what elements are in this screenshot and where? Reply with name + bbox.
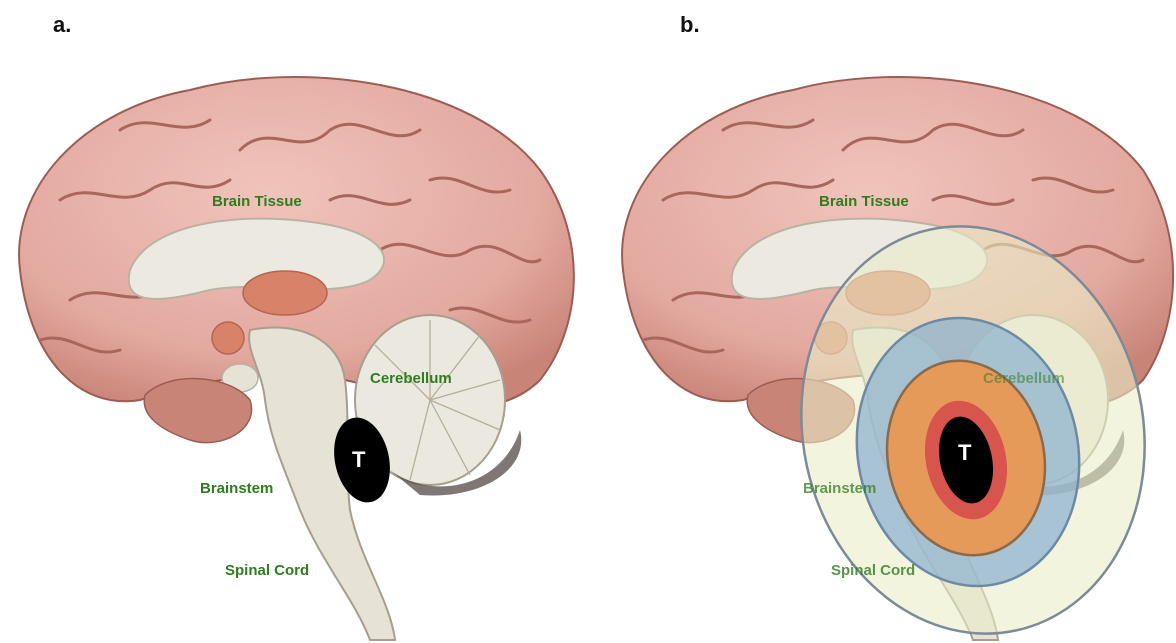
hypothalamus — [212, 322, 244, 354]
thalamus — [243, 271, 327, 315]
label-brainstem-a: Brainstem — [200, 480, 273, 497]
brain-illustration-b — [588, 0, 1176, 643]
label-brainstem-b: Brainstem — [803, 480, 876, 497]
panel-a: a. — [0, 0, 588, 643]
label-brain-tissue-b: Brain Tissue — [819, 193, 909, 210]
label-spinal-cord-b: Spinal Cord — [831, 562, 915, 579]
brain-illustration-a — [0, 0, 588, 643]
temporal-lobe — [144, 379, 251, 443]
label-cerebellum-b: Cerebellum — [983, 370, 1065, 387]
tumor-label-a: T — [352, 447, 365, 473]
label-spinal-cord-a: Spinal Cord — [225, 562, 309, 579]
panel-b: b. Br — [588, 0, 1176, 643]
label-cerebellum-a: Cerebellum — [370, 370, 452, 387]
label-brain-tissue-a: Brain Tissue — [212, 193, 302, 210]
tumor-label-b: T — [958, 440, 971, 466]
